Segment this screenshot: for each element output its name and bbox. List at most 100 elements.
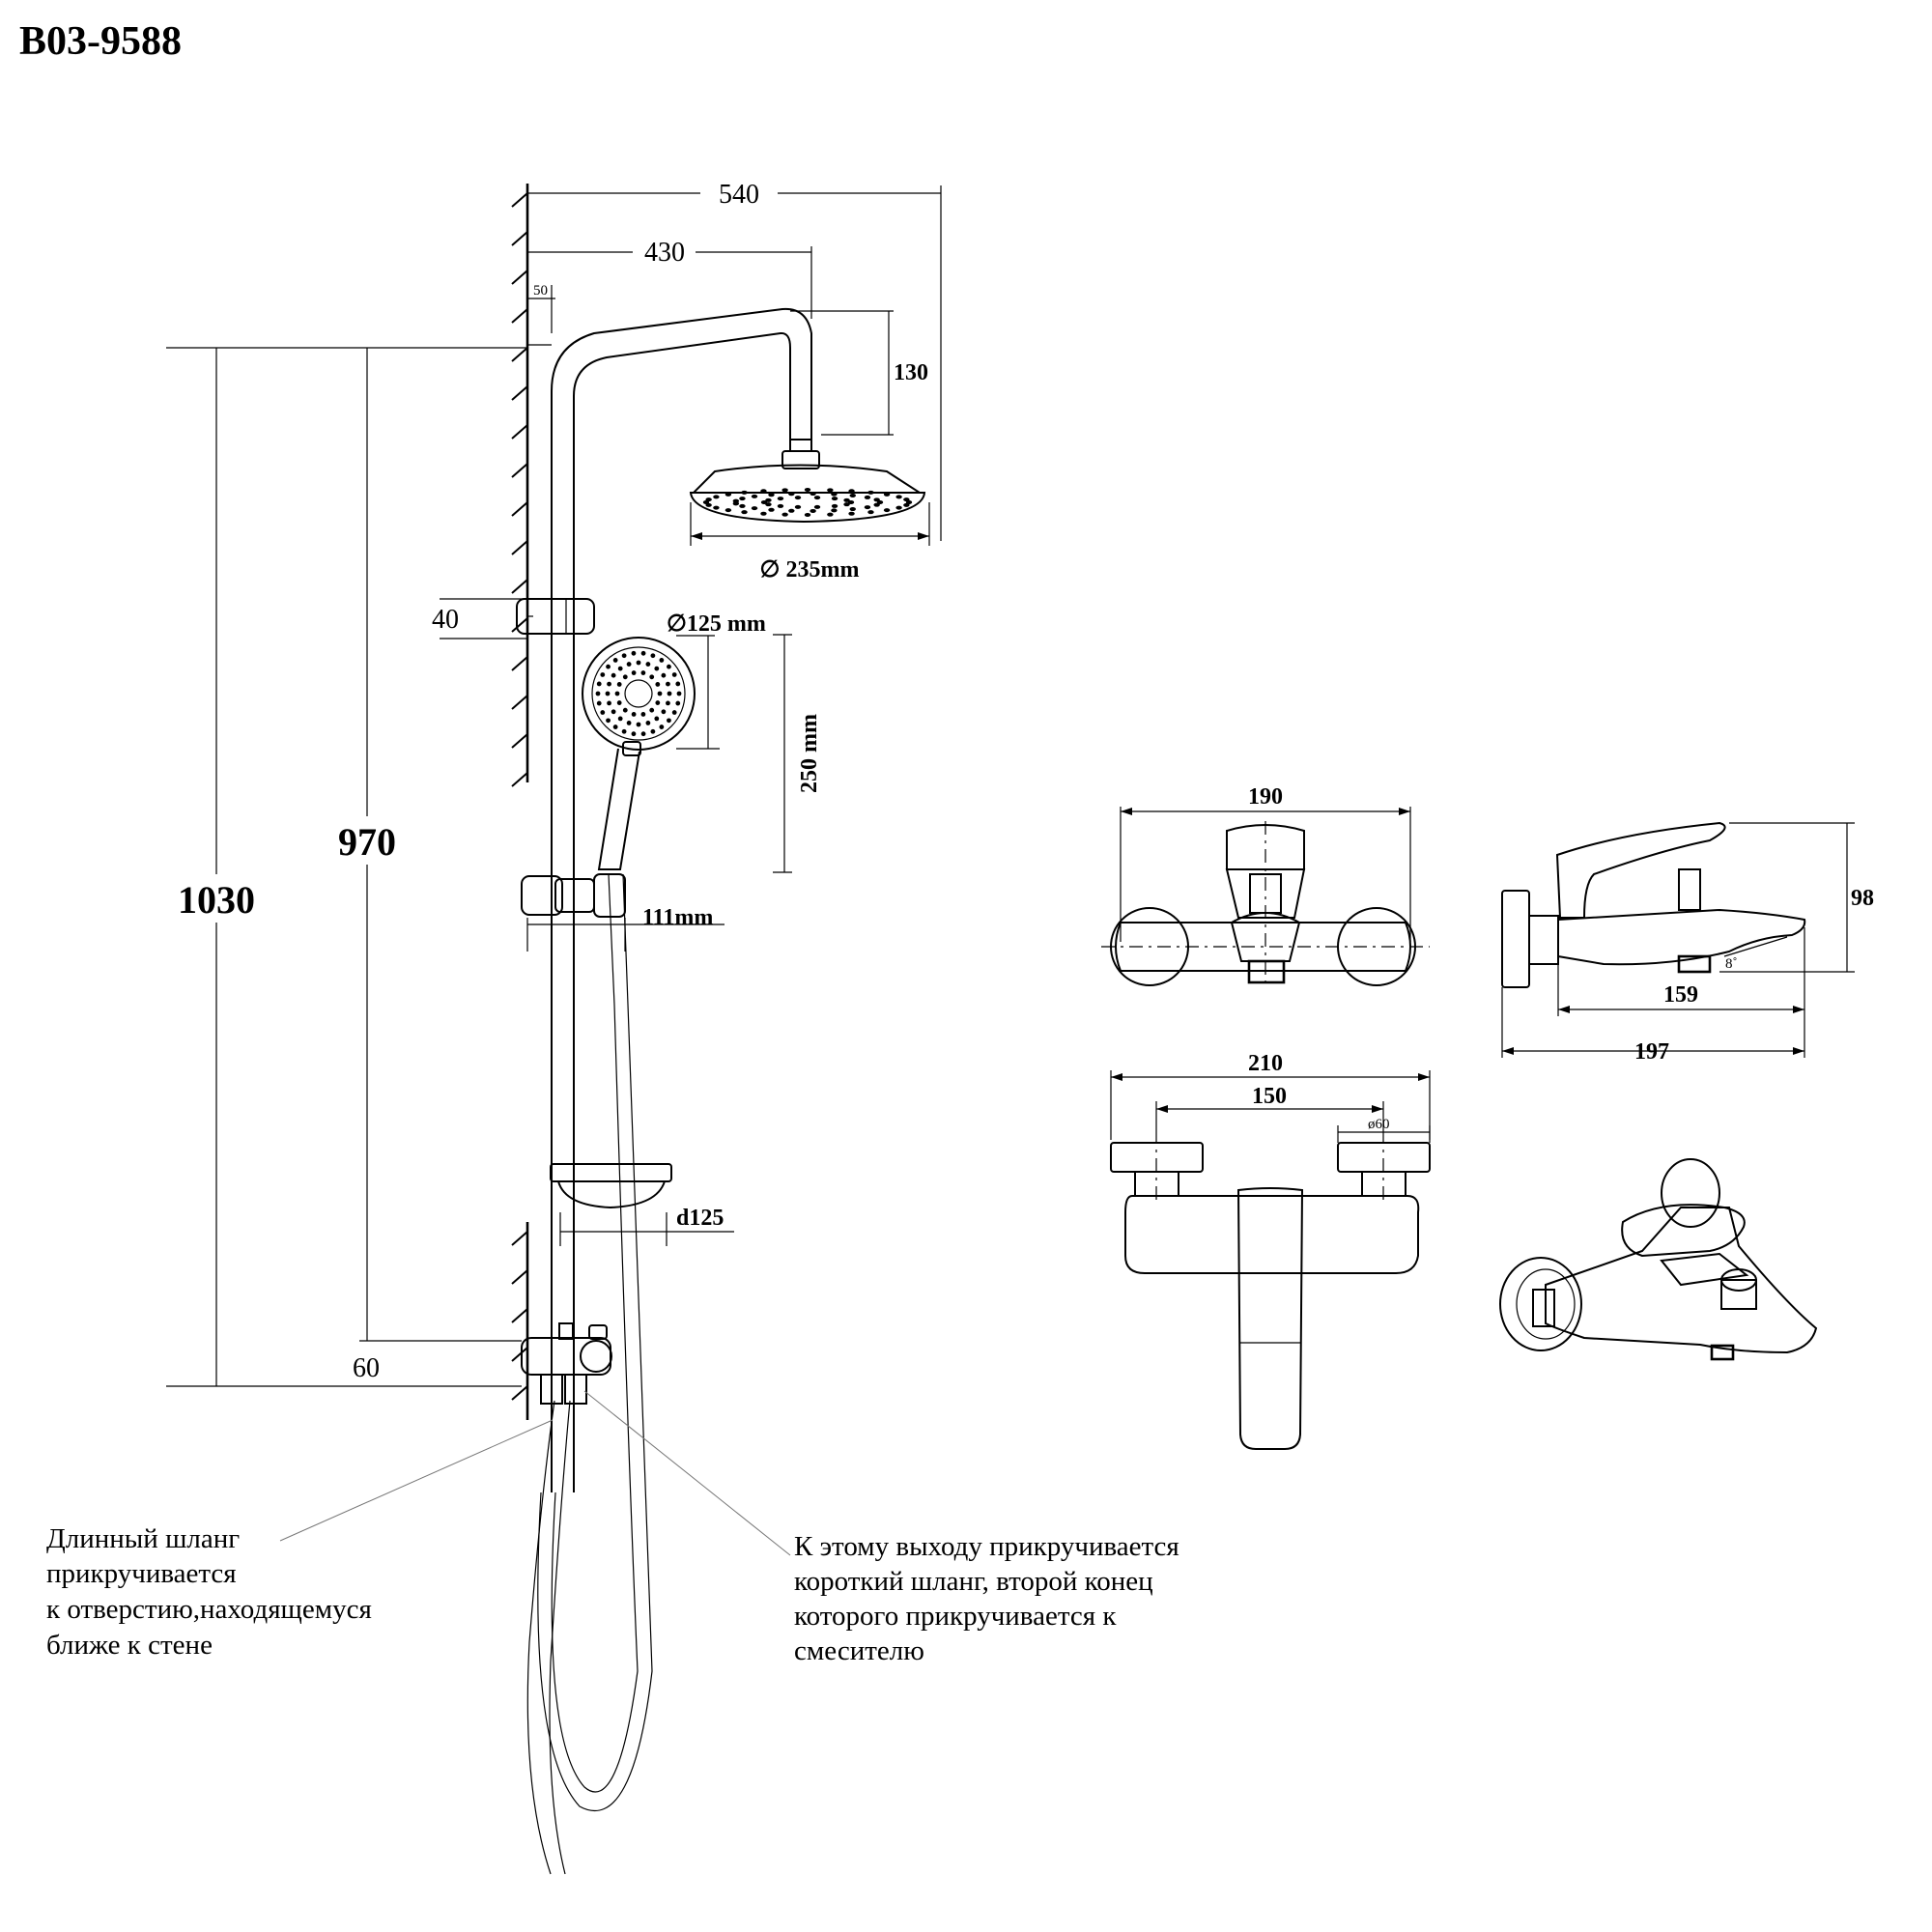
nozzle-dot [617,716,623,722]
nozzle-dot [666,681,670,687]
note-short-hose: К этому выходу прикручивается короткий ш… [794,1531,1179,1666]
shower-column: 540 430 50 130 ∅ 235mm [166,180,942,1875]
long-hose [551,873,639,1793]
hatch-mark [511,463,528,478]
soap-dish-icon [550,1163,672,1209]
hatch-mark [511,1231,528,1246]
nozzle-dot [804,513,811,517]
nozzle-dot [596,700,602,706]
svg-text:Длинный шланг: Длинный шланг [46,1523,240,1554]
nozzle-dot [607,681,611,687]
nozzle-dot [667,718,671,724]
nozzle-dot [849,493,856,497]
nozzle-dot [751,494,758,498]
nozzle-dot [903,497,910,502]
hand-shower-icon [582,637,696,870]
nozzle-dot [864,505,871,510]
nozzle-dot [600,672,606,677]
nozzle-dot [739,503,746,508]
svg-text:короткий шланг, второй конец: короткий шланг, второй конец [794,1566,1153,1597]
hatch-mark [511,579,528,594]
nozzle-dot [810,492,816,497]
nozzle-dot [654,716,660,722]
nozzle-dot [777,503,784,508]
hatch-mark [511,424,528,440]
dim-210: 210 [1248,1051,1283,1076]
nozzle-dot [657,691,663,696]
nozzle-dot [675,681,681,687]
nozzle-dot [827,488,834,493]
leader-long-hose [279,1419,554,1542]
svg-text:540: 540 [719,180,759,210]
hatch-mark [511,231,528,246]
nozzle-dot [713,505,720,510]
nozzle-dot [705,497,712,502]
nozzle-dot [810,508,816,513]
svg-text:прикручивается: прикручивается [46,1558,237,1589]
nozzle-dot [595,691,601,696]
nozzle-dot [645,721,651,725]
svg-text:к отверстию,находящемуся: к отверстию,находящемуся [46,1594,372,1625]
nozzle-dot [667,691,672,696]
long-hose-outer [537,873,653,1812]
nozzle-dot [650,728,656,734]
nozzle-dot [864,495,871,499]
dim-111: 111mm [526,905,724,952]
hatch-mark [511,270,528,285]
hatch-mark [511,192,528,208]
nozzle-dot [666,700,670,706]
nozzle-dot [804,488,811,492]
dim-197: 197 [1634,1039,1669,1065]
svg-text:40: 40 [432,605,459,635]
dim-1030: 1030 [166,347,526,1387]
svg-text:∅ 235mm: ∅ 235mm [760,557,860,582]
nozzle-dot [616,700,622,705]
dim-159: 159 [1663,982,1698,1008]
hatch-mark [511,501,528,517]
nozzle-dot [713,495,720,499]
nozzle-dot [622,674,628,680]
wall-hatch-lower-icon [511,1222,529,1420]
dim-8deg: 8˚ [1725,956,1738,972]
hatch-mark [511,540,528,555]
svg-text:ближе к стене: ближе к стене [46,1630,213,1661]
hatch-mark [511,1308,528,1323]
hatch-mark [511,1269,528,1285]
overhead-shower-icon [689,439,926,524]
hatch-mark [511,656,528,671]
nozzle-dot [611,672,616,678]
nozzle-dot [622,707,628,713]
nozzle-dot [895,505,902,510]
nozzle-dot [612,658,618,663]
dim-40: 40 [432,598,526,639]
nozzle-dot [732,498,740,503]
dim-50: 50 [527,283,555,333]
dim-190: 190 [1248,784,1283,810]
nozzle-dot [631,670,637,675]
nozzle-dot [649,707,655,713]
nozzle-dot [661,709,667,715]
nozzle-dot [659,658,665,663]
nozzle-dot [612,724,618,729]
nozzle-dot [788,508,795,513]
note-long-hose: Длинный шланг прикручивается к отверстию… [46,1523,372,1661]
nozzle-dot [640,731,646,737]
nozzle-dot [645,662,651,667]
wall-hatch-upper-icon [511,184,529,787]
nozzle-dot [843,502,850,507]
dim-d125: d125 [559,1206,734,1246]
nozzle-dot [675,700,681,706]
nozzle-dot [605,691,611,696]
svg-text:∅125 mm: ∅125 mm [667,611,766,637]
nozzle-dot [631,712,637,717]
mixer-front-view: 190 [1101,784,1430,986]
nozzle-dot [741,510,748,515]
nozzle-dot [843,497,850,502]
nozzle-dot [765,497,772,502]
dim-hand-length: 250 mm [773,634,822,873]
nozzle-dot [676,691,682,696]
nozzle-dot [654,666,660,671]
nozzle-dot [739,497,746,501]
nozzle-dot [760,500,768,504]
